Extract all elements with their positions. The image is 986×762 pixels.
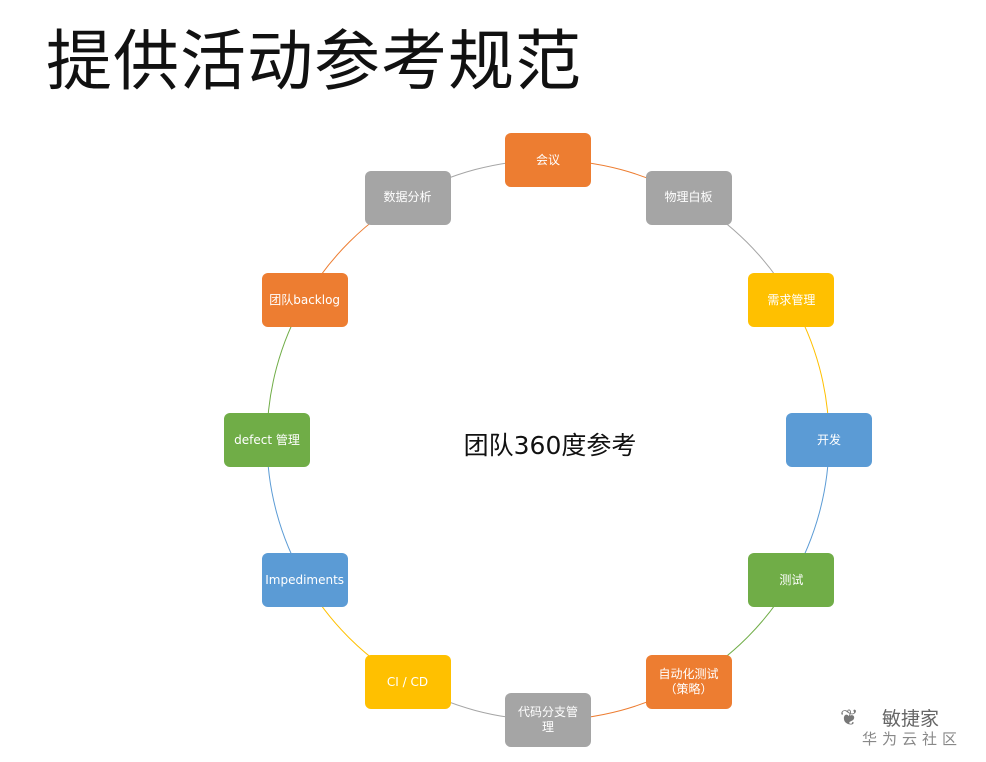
page-title: 提供活动参考规范	[46, 23, 582, 100]
cycle-node: 测试	[748, 553, 835, 607]
cycle-node: 开发	[786, 413, 872, 467]
cycle-node: defect 管理	[224, 413, 310, 467]
cycle-node: 团队backlog	[261, 273, 348, 327]
wechat-icon: ❦	[840, 706, 859, 731]
cycle-node: CI / CD	[364, 655, 451, 710]
cycle-node: 会议	[505, 133, 591, 187]
cycle-node: 代码分支管 理	[505, 693, 591, 747]
watermark: ❦ 敏捷家 华为云社区	[838, 700, 978, 752]
watermark-name: 敏捷家	[882, 708, 940, 730]
cycle-node: 物理白板	[645, 170, 732, 225]
cycle-node: 数据分析	[364, 170, 451, 225]
cycle-node: 自动化测试 （策略）	[645, 655, 732, 710]
watermark-subtitle: 华为云社区	[862, 730, 963, 748]
center-label: 团队360度参考	[463, 431, 637, 460]
cycle-node: Impediments	[261, 553, 348, 607]
cycle-node: 需求管理	[748, 273, 835, 327]
